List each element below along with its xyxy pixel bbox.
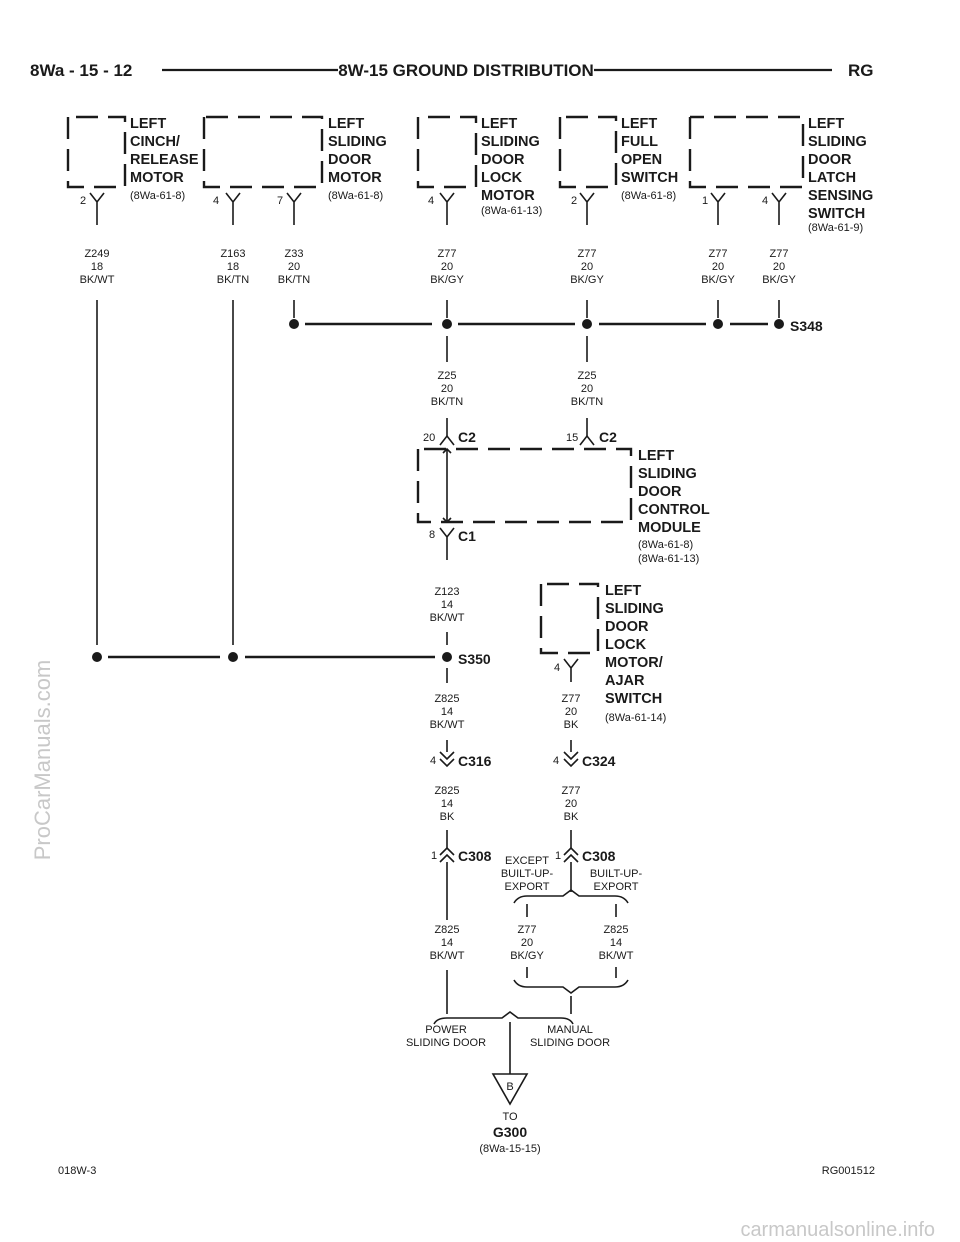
svg-text:15: 15 <box>566 432 578 444</box>
svg-text:(8Wa-15-15): (8Wa-15-15) <box>479 1143 540 1155</box>
svg-text:1: 1 <box>555 850 561 862</box>
svg-text:C2: C2 <box>599 429 617 445</box>
header-code: RG <box>848 61 874 80</box>
svg-text:(8Wa-61-8): (8Wa-61-8) <box>638 539 693 551</box>
svg-text:(8Wa-61-8): (8Wa-61-8) <box>130 190 185 202</box>
svg-text:TO: TO <box>502 1111 518 1123</box>
svg-text:4: 4 <box>553 755 559 767</box>
svg-text:2: 2 <box>571 195 577 207</box>
svg-text:C1: C1 <box>458 528 476 544</box>
svg-text:8: 8 <box>429 529 435 541</box>
ground-g300: B TO G300 (8Wa-15-15) <box>479 1073 541 1155</box>
svg-text:C308: C308 <box>582 848 616 864</box>
svg-text:4: 4 <box>430 755 436 767</box>
svg-text:S348: S348 <box>790 318 823 334</box>
svg-text:(8Wa-61-9): (8Wa-61-9) <box>808 222 863 234</box>
connector-c308-left: 1 C308 <box>431 846 492 864</box>
svg-text:2: 2 <box>80 195 86 207</box>
splice-s350: S350 <box>92 651 491 667</box>
svg-text:C2: C2 <box>458 429 476 445</box>
header-page-number: 8Wa - 15 - 12 <box>30 61 132 80</box>
svg-text:1: 1 <box>431 850 437 862</box>
svg-text:C324: C324 <box>582 753 616 769</box>
wires-top-section <box>96 300 780 645</box>
header-title: 8W-15 GROUND DISTRIBUTION <box>338 61 594 80</box>
footer-right-code: RG001512 <box>822 1165 875 1177</box>
svg-text:(8Wa-61-13): (8Wa-61-13) <box>638 553 699 565</box>
connector-c324: 4 C324 <box>553 751 616 769</box>
svg-text:1: 1 <box>702 195 708 207</box>
svg-text:G300: G300 <box>493 1124 527 1140</box>
svg-text:(8Wa-61-14): (8Wa-61-14) <box>605 712 666 724</box>
side-watermark: ProCarManuals.com <box>30 660 55 861</box>
svg-text:(8Wa-61-8): (8Wa-61-8) <box>328 190 383 202</box>
svg-text:4: 4 <box>762 195 768 207</box>
ground-letter: B <box>506 1081 513 1093</box>
connector-c1: 8 C1 <box>429 527 476 560</box>
svg-text:(8Wa-61-13): (8Wa-61-13) <box>481 205 542 217</box>
footer-left-code: 018W-3 <box>58 1165 96 1177</box>
svg-text:BUILT-UP-EXPORT: BUILT-UP-EXPORT <box>590 868 643 893</box>
pin-symbols-top: 2 4 7 4 2 1 4 <box>80 192 787 225</box>
svg-text:4: 4 <box>554 662 560 674</box>
svg-text:C316: C316 <box>458 753 492 769</box>
connector-c316: 4 C316 <box>430 751 492 769</box>
svg-text:C308: C308 <box>458 848 492 864</box>
splice-s348: S348 <box>289 318 823 334</box>
svg-text:20: 20 <box>423 432 435 444</box>
connector-c308-right: 1 C308 <box>555 846 616 864</box>
svg-text:7: 7 <box>277 195 283 207</box>
svg-text:(8Wa-61-8): (8Wa-61-8) <box>621 190 676 202</box>
svg-text:4: 4 <box>428 195 434 207</box>
bottom-watermark: carmanualsonline.info <box>740 1219 935 1241</box>
svg-text:4: 4 <box>213 195 219 207</box>
svg-text:S350: S350 <box>458 651 491 667</box>
